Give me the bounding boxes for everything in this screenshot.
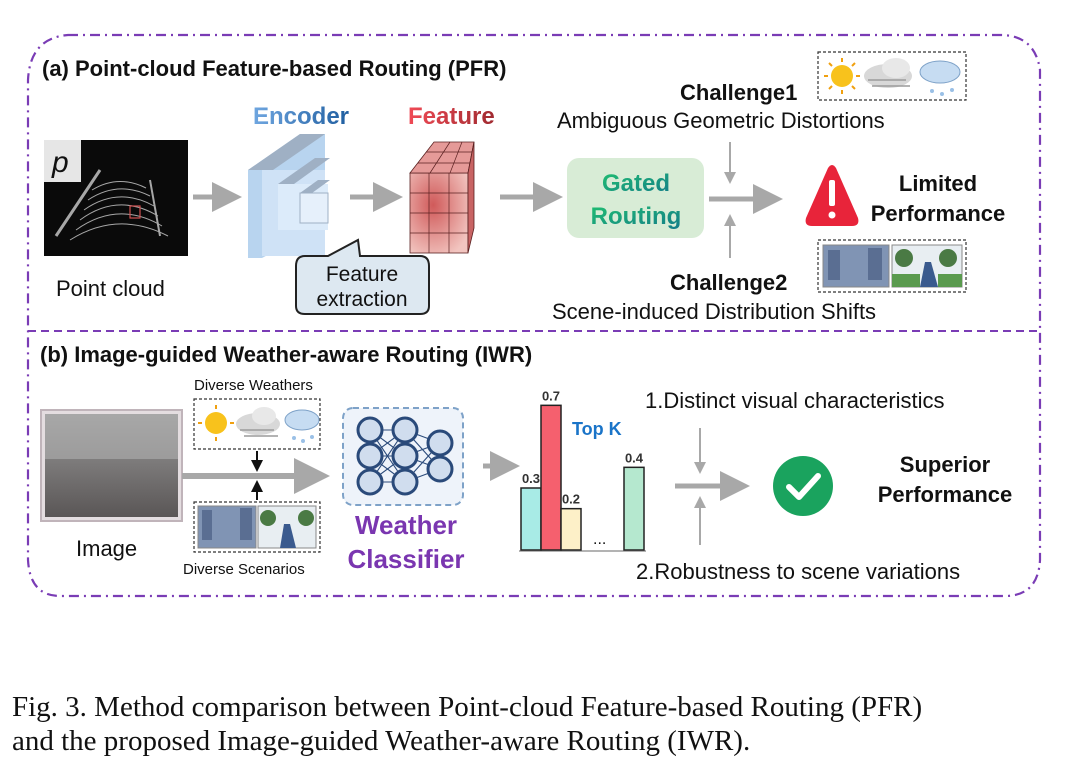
- chart-ellipsis: ...: [593, 531, 606, 548]
- challenge1-weather-icons: [817, 51, 967, 101]
- result-b-line1: Superior: [900, 452, 991, 477]
- caption-line-1: Fig. 3. Method comparison between Point-…: [12, 691, 923, 723]
- chart-value-label: 0.4: [625, 450, 644, 465]
- point-cloud-image: p: [44, 140, 188, 256]
- gated-routing-line2: Routing: [591, 203, 682, 230]
- chart-bar: [520, 487, 542, 551]
- weather-probability-chart: 0.3 0.7 0.2... 0.4: [519, 388, 646, 552]
- classifier-line1: Weather: [355, 510, 457, 540]
- result-b-line2: Performance: [878, 482, 1013, 507]
- diverse-weathers-icons: [193, 398, 321, 450]
- foggy-road-image: [40, 409, 183, 522]
- chart-value-label: 0.7: [542, 388, 560, 403]
- result-a-line1: Limited: [899, 171, 977, 196]
- challenge1-desc: Ambiguous Geometric Distortions: [557, 108, 885, 133]
- feature-label: Feature: [408, 103, 495, 130]
- warning-icon: [805, 165, 859, 226]
- challenge2-title: Challenge2: [670, 270, 787, 295]
- chart-value-label: 0.2: [562, 492, 580, 507]
- encoder-label: Encoder: [253, 103, 349, 130]
- chart-bar: [540, 404, 562, 551]
- figure-caption: Fig. 3. Method comparison between Point-…: [12, 690, 1072, 758]
- diverse-scenarios-label: Diverse Scenarios: [183, 561, 305, 578]
- encoder-icon: [248, 134, 330, 258]
- fog-cloud-icon: [236, 407, 280, 437]
- caption-line-2: and the proposed Image-guided Weather-aw…: [12, 725, 751, 757]
- topk-label: Top K: [572, 419, 622, 439]
- benefit-point-1: 1.Distinct visual characteristics: [645, 388, 945, 413]
- gated-routing-box: [567, 158, 704, 238]
- method-diagram: (a) Point-cloud Feature-based Routing (P…: [26, 33, 1042, 598]
- panel-a-title: (a) Point-cloud Feature-based Routing (P…: [42, 56, 506, 81]
- chart-bar: [623, 466, 645, 551]
- challenge2-desc: Scene-induced Distribution Shifts: [552, 299, 876, 324]
- chart-value-label: 0.3: [522, 471, 540, 486]
- sun-icon: [824, 58, 860, 94]
- challenge2-scene-thumbnails: [817, 239, 967, 293]
- point-cloud-symbol: p: [51, 146, 69, 179]
- benefit-point-2: 2.Robustness to scene variations: [636, 559, 960, 584]
- result-a-line2: Performance: [871, 201, 1006, 226]
- fog-cloud-icon: [864, 58, 912, 88]
- chart-bar: [560, 507, 582, 551]
- point-cloud-label: Point cloud: [56, 276, 165, 301]
- check-circle-icon: [773, 456, 833, 516]
- feature-extraction-line1: Feature: [326, 263, 398, 286]
- sun-icon: [198, 405, 234, 441]
- snow-cloud-icon: [919, 60, 961, 96]
- outer-frame: [26, 33, 1042, 598]
- diverse-weathers-label: Diverse Weathers: [194, 377, 313, 394]
- feature-extraction-callout: [295, 238, 430, 315]
- diverse-scenarios-thumbnails: [193, 501, 321, 553]
- snow-cloud-icon: [284, 409, 320, 443]
- classifier-line2: Classifier: [347, 544, 464, 574]
- panel-b-title: (b) Image-guided Weather-aware Routing (…: [40, 342, 532, 367]
- feature-cube-icon: [409, 141, 475, 254]
- image-label: Image: [76, 536, 137, 561]
- neural-network-icon: [356, 416, 454, 496]
- challenge1-title: Challenge1: [680, 80, 797, 105]
- gated-routing-line1: Gated: [602, 170, 670, 197]
- feature-extraction-line2: extraction: [316, 288, 407, 311]
